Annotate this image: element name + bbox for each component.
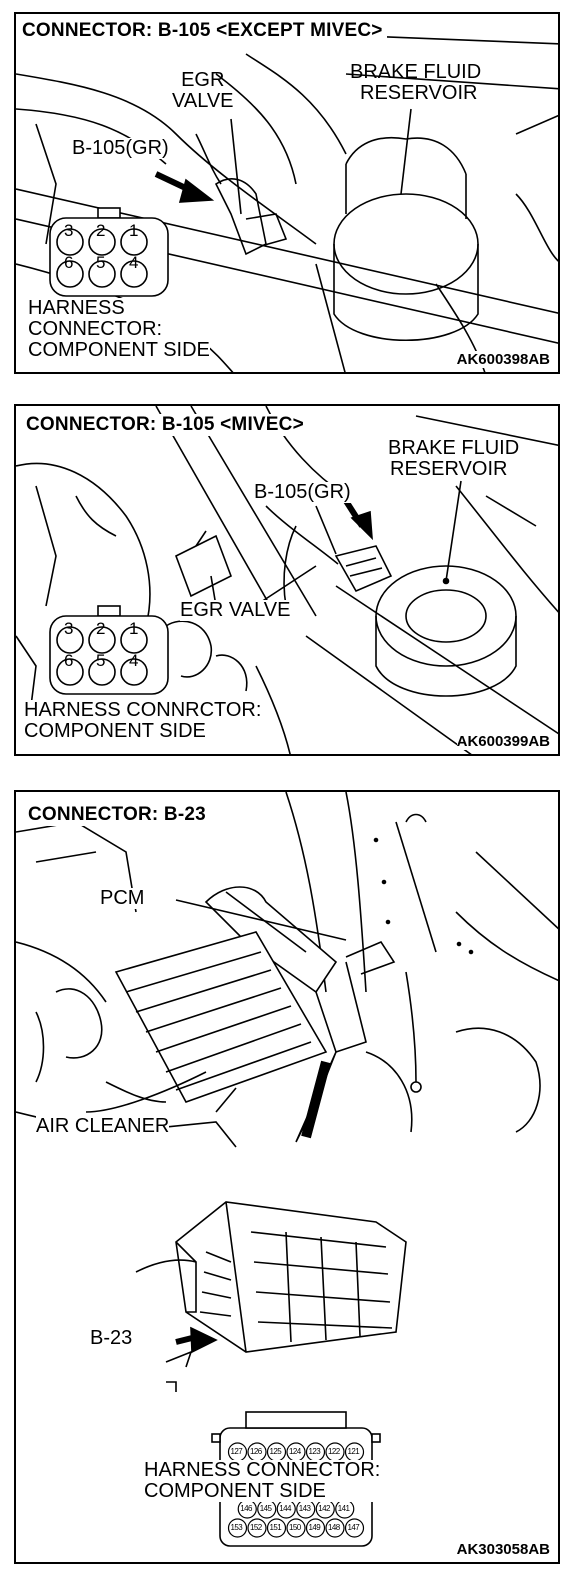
figure-code: AK303058AB [456,1541,550,1558]
pin-150-circle [286,1518,306,1538]
pin-149-circle [305,1518,326,1538]
pin-153: 153 [230,1523,243,1532]
pin-3: 3 [64,619,74,638]
pcm-label: PCM [100,887,145,909]
brake-fluid-reservoir-label: BRAKE FLUID RESERVOIR [388,438,519,480]
panel-title: CONNECTOR: B-105 <MIVEC> [26,414,308,436]
pin-142: 142 [318,1504,330,1513]
pin-5: 5 [96,253,106,272]
pin-123: 123 [308,1447,321,1456]
pin-147-circle [344,1518,365,1538]
pin-150: 150 [289,1523,301,1532]
pin-6: 6 [64,651,74,670]
pin-143: 143 [298,1504,311,1513]
egr-valve-label: EGR VALVE [172,70,234,112]
pin-153-circle [227,1518,248,1538]
harness-label-line-1: HARNESS CONNRCTOR: [24,699,262,721]
harness-label-line-1: HARNESS CONNECTOR: [144,1459,381,1481]
reservoir-label-line-1: BRAKE FLUID [388,437,520,459]
pin-1: 1 [129,619,139,638]
pin-149: 149 [308,1523,321,1532]
panel-title: CONNECTOR: B-23 [28,804,210,826]
panel-b105-mivec: CONNECTOR: B-105 <MIVEC> BRAKE FLUID RES… [14,404,560,756]
pin-144: 144 [279,1504,291,1513]
harness-connector-label: HARNESS CONNECTOR: COMPONENT SIDE [144,1459,381,1502]
egr-valve-label: EGR VALVE [180,599,291,621]
air-cleaner-label: AIR CLEANER [36,1115,170,1137]
egr-label-line-2: VALVE [172,90,234,112]
pin-148-circle [325,1518,345,1538]
connector-id-label: B-23 [90,1327,133,1349]
figure-code: AK600398AB [456,351,550,368]
pin-1: 1 [129,221,139,240]
figure-code: AK600399AB [456,733,550,750]
panel-b23: CONNECTOR: B-23 PCM AIR CLEANER B-23 127… [14,790,560,1564]
harness-connector-label: HARNESS CONNECTOR: COMPONENT SIDE [28,298,210,361]
pin-3: 3 [64,221,74,240]
reservoir-label-line-2: RESERVOIR [390,458,508,480]
pin-152-circle [247,1518,267,1538]
panel-b105-except-mivec: CONNECTOR: B-105 <EXCEPT MIVEC> EGR VALV… [14,12,560,374]
harness-label-line-3: COMPONENT SIDE [28,339,210,361]
pin-148: 148 [328,1523,340,1532]
pin-5: 5 [96,651,106,670]
pin-141: 141 [337,1504,350,1513]
pin-146: 146 [240,1504,252,1513]
pin-2: 2 [96,221,106,240]
harness-label-line-2: CONNECTOR: [28,318,163,340]
harness-label-line-2: COMPONENT SIDE [24,720,206,742]
panel-title: CONNECTOR: B-105 <EXCEPT MIVEC> [22,20,387,42]
harness-label-line-2: COMPONENT SIDE [144,1480,326,1502]
pin-6: 6 [64,253,74,272]
pin-151: 151 [269,1523,282,1532]
reservoir-label-line-1: BRAKE FLUID [350,61,482,83]
pin-151-circle [266,1518,287,1538]
engine-bay-illustration [16,406,558,754]
pin-124: 124 [289,1447,301,1456]
pin-121: 121 [347,1447,360,1456]
pin-122: 122 [328,1447,340,1456]
pin-4: 4 [129,651,139,670]
connector-id-label: B-105(GR) [72,137,169,159]
pin-2: 2 [96,619,106,638]
pin-147: 147 [347,1523,360,1532]
harness-label-line-1: HARNESS [28,297,125,319]
pin-4: 4 [129,253,139,272]
pin-125: 125 [269,1447,282,1456]
pin-152: 152 [250,1523,262,1532]
brake-fluid-reservoir-label: BRAKE FLUID RESERVOIR [350,62,481,104]
harness-connector-label: HARNESS CONNRCTOR: COMPONENT SIDE [24,699,262,742]
pin-127: 127 [230,1447,243,1456]
connector-id-label: B-105(GR) [254,481,351,503]
pin-145: 145 [259,1504,272,1513]
reservoir-label-line-2: RESERVOIR [360,82,478,104]
pin-126: 126 [250,1447,262,1456]
engine-bay-illustration [16,792,558,1547]
egr-label-line-1: EGR [181,69,225,91]
